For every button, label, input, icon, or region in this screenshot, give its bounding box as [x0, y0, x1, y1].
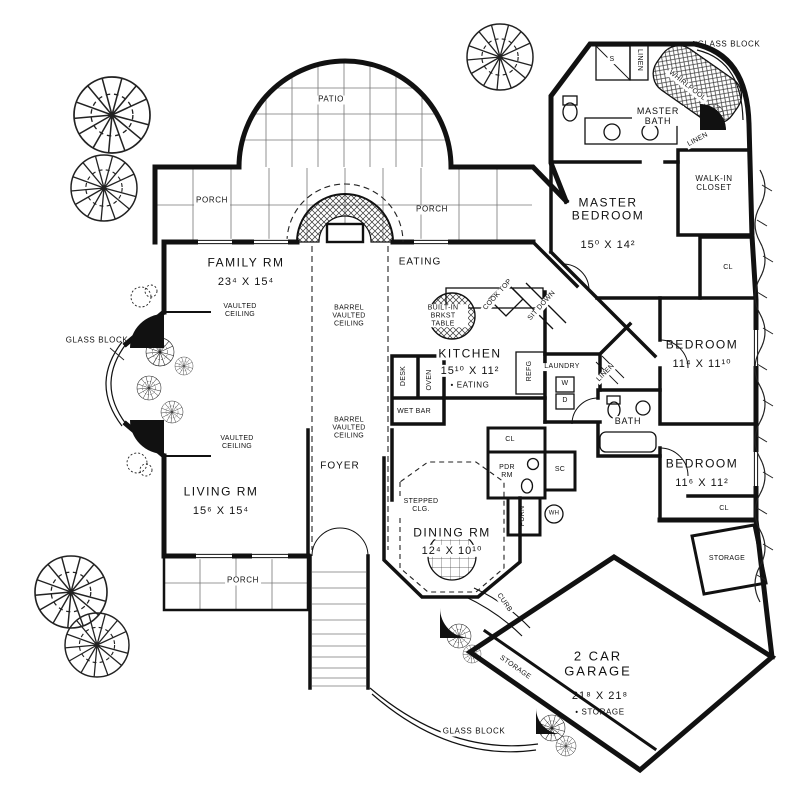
- porch-top-right-label: PORCH: [414, 204, 450, 215]
- family-room-dims: 23⁴ X 15⁴: [217, 275, 275, 288]
- wet-bar-label: WET BAR: [395, 408, 433, 416]
- patio-label: PATIO: [316, 94, 346, 105]
- washer-label: W: [561, 380, 569, 388]
- vaulted-ceiling-upper-label: VAULTED CEILING: [223, 303, 257, 318]
- bedroom-3-label: BEDROOM: [665, 456, 739, 471]
- eating-label: EATING: [398, 256, 442, 268]
- linen-master-bath-label: LINEN: [635, 46, 643, 74]
- bedroom-2-dims: 11⁴ X 11¹⁰: [672, 357, 732, 370]
- breakfast-table-label: BUILT-IN BRKST TABLE: [418, 304, 468, 328]
- living-room-dims: 15⁶ X 15⁴: [192, 504, 250, 517]
- dryer-label: D: [562, 397, 568, 405]
- garage-note: • STORAGE: [575, 707, 625, 717]
- cl-master-label: CL: [723, 264, 733, 272]
- storage-right-label: STORAGE: [708, 555, 746, 563]
- oven-label: OVEN: [426, 369, 434, 391]
- walk-in-closet-label: WALK-IN CLOSET: [695, 174, 733, 192]
- porch-top-left-label: PORCH: [194, 195, 230, 206]
- shower-label: S: [607, 56, 617, 64]
- paving-layer: [156, 61, 532, 687]
- kitchen-dims: 15¹⁰ X 11²: [438, 364, 502, 378]
- cl-bedroom-3-label: CL: [719, 505, 729, 513]
- kitchen-note: • EATING: [448, 380, 492, 391]
- glass-block-left-label: GLASS BLOCK: [65, 335, 129, 345]
- living-room-label: LIVING RM: [183, 484, 259, 499]
- master-bedroom-dims: 15⁰ X 14²: [580, 238, 636, 251]
- foyer-label: FOYER: [320, 460, 360, 472]
- garage-label: 2 CAR GARAGE: [564, 648, 632, 678]
- barrel-vaulted-upper-label: BARREL VAULTED CEILING: [321, 304, 377, 328]
- bedroom-3-dims: 11⁶ X 11²: [675, 476, 729, 489]
- dashed-ceiling-layer: [286, 183, 505, 593]
- glass-block-top-right-label: GLASS BLOCK: [697, 39, 761, 49]
- exterior-walls: [122, 41, 777, 774]
- planters-layer: [130, 104, 726, 734]
- dining-room-label: DINING RM: [411, 525, 493, 540]
- porch-bottom-label: PORCH: [225, 575, 261, 586]
- kitchen-label: KITCHEN: [436, 346, 504, 361]
- fixtures-layer: [105, 43, 744, 753]
- bedroom-2-label: BEDROOM: [665, 337, 739, 352]
- barrel-vaulted-lower-label: BARREL VAULTED CEILING: [321, 416, 377, 440]
- desk-label: DESK: [400, 365, 408, 387]
- vegetation-layer: [35, 24, 724, 756]
- master-bath-label: MASTER BATH: [632, 105, 684, 127]
- dining-room-dims: 12⁴ X 10¹⁰: [419, 544, 485, 558]
- vaulted-ceiling-lower-label: VAULTED CEILING: [220, 435, 254, 450]
- windows-layer: [196, 238, 760, 560]
- site-layer: [109, 169, 774, 603]
- powder-room-label: PDR RM: [499, 464, 515, 479]
- garage-dims: 21⁸ X 21⁸: [571, 689, 629, 702]
- sc-label: SC: [554, 466, 566, 474]
- bath-label: BATH: [612, 415, 644, 427]
- master-bedroom-label: MASTER BEDROOM: [571, 195, 645, 223]
- interior-walls: [162, 148, 768, 752]
- cl-powder-label: CL: [505, 436, 515, 444]
- water-heater-label: WH: [548, 510, 560, 517]
- laundry-label: LAUNDRY: [542, 363, 582, 371]
- stepped-ceiling-label: STEPPED CLG.: [394, 498, 448, 514]
- furnace-label: FURN: [519, 505, 527, 527]
- refg-label: REFG: [526, 358, 534, 384]
- glass-block-bottom-label: GLASS BLOCK: [440, 726, 508, 737]
- family-room-label: FAMILY RM: [207, 255, 285, 270]
